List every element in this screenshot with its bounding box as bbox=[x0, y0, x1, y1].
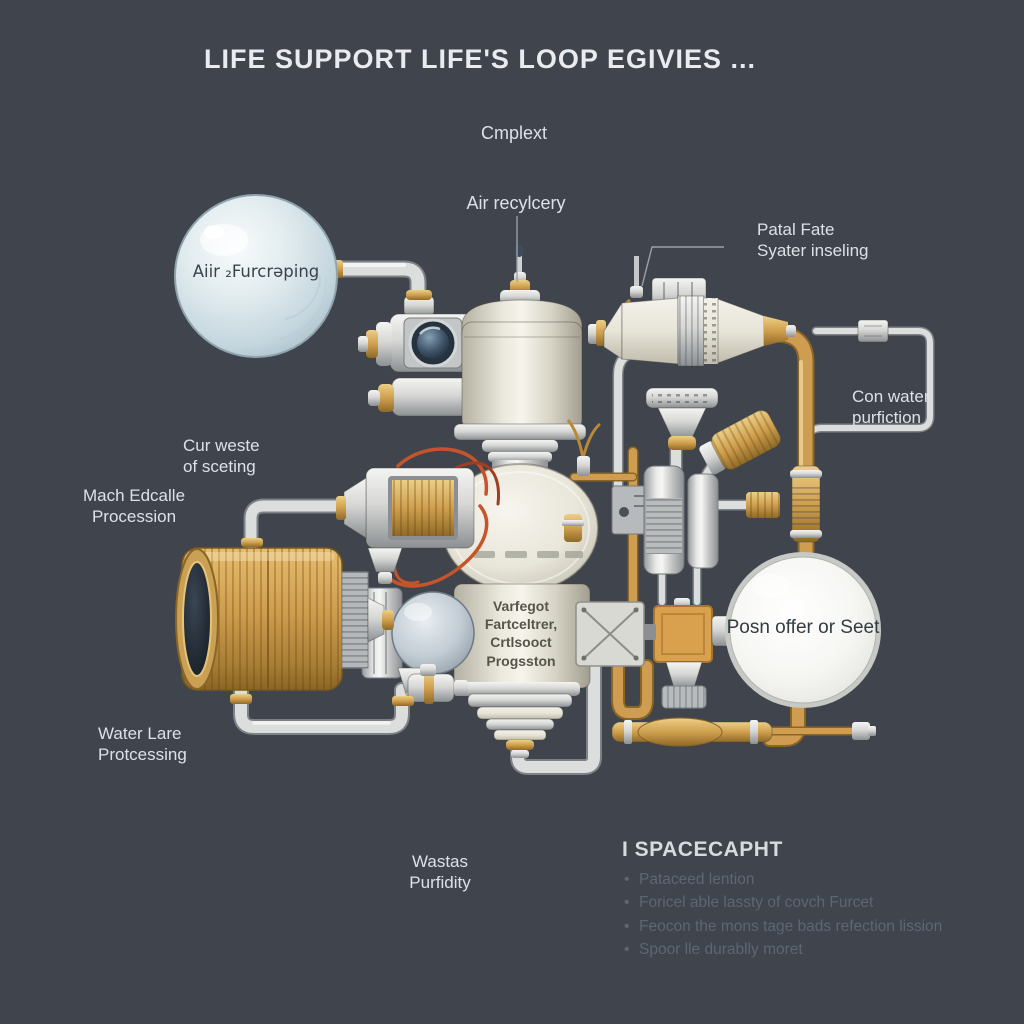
label-cur-weste: Cur weste of sceting bbox=[183, 436, 260, 477]
label-mach-edcalle: Mach Edcalle Procession bbox=[82, 486, 186, 527]
main-column bbox=[441, 245, 599, 758]
machine-center-label: Varfegot Fartceltrer, Crtlsooct Progssto… bbox=[484, 598, 558, 669]
note-item: Foricel able lassty of covch Furcet bbox=[622, 894, 982, 911]
note-item: Spoor lle durablly moret bbox=[622, 941, 982, 958]
tilted-gold-canister bbox=[699, 409, 781, 475]
glass-sphere-label: Aiir ₂Furcrəping bbox=[192, 262, 320, 281]
note-item: Pataceed lention bbox=[622, 871, 982, 888]
gold-cylinder bbox=[175, 538, 414, 706]
white-sphere-label: Posn offer or Seet bbox=[726, 617, 880, 638]
filter-assembly bbox=[336, 447, 501, 588]
note-item: Feocon the mons tage bads refection liss… bbox=[622, 918, 982, 935]
leader-lines bbox=[516, 216, 724, 287]
gold-fitting bbox=[611, 717, 876, 747]
label-air-recyclery: Air recylcery bbox=[466, 193, 566, 213]
white-sphere-tank bbox=[711, 552, 881, 708]
notes-list: Pataceed lention Foricel able lassty of … bbox=[622, 871, 982, 958]
notes-heading: I SPACECAPHT bbox=[622, 838, 783, 861]
label-wastas: Wastas Purfidity bbox=[409, 852, 471, 893]
label-con-water: Con water purfiction bbox=[852, 387, 930, 428]
spacecraft-notes: I SPACECAPHT Pataceed lention Foricel ab… bbox=[622, 838, 982, 965]
pump-sphere bbox=[361, 587, 475, 704]
plate-and-box bbox=[575, 598, 713, 709]
label-patal-fate: Patal Fate Syater inseling bbox=[757, 220, 869, 261]
diagram-title: LIFE SUPPORT LIFE'S LOOP EGIVIES ... bbox=[203, 44, 756, 74]
valve-and-canisters bbox=[562, 387, 822, 575]
label-water-lare: Water Lare Protcessing bbox=[98, 724, 187, 765]
spindle-vessel bbox=[588, 256, 889, 367]
glass-sphere-tank bbox=[174, 194, 343, 358]
label-complext: Cmplext bbox=[480, 123, 547, 143]
